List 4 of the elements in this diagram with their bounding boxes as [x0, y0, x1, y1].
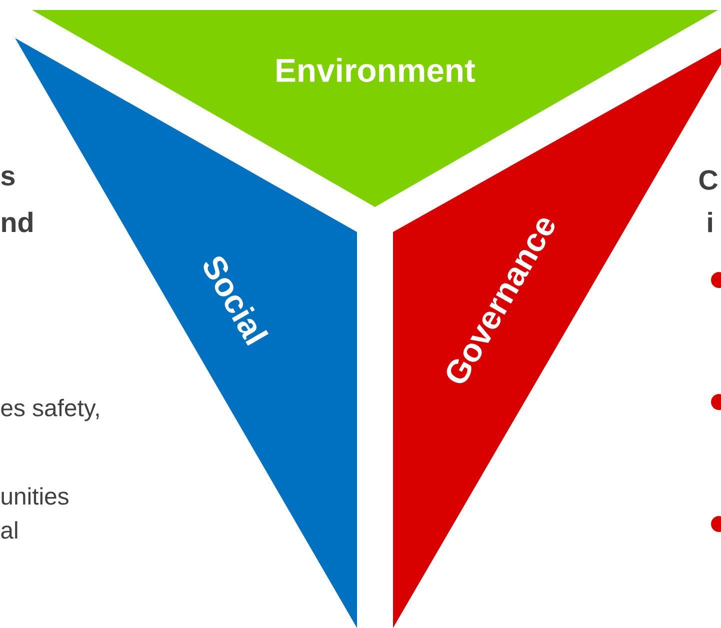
text-fragment: C	[699, 170, 718, 190]
text-fragment: al	[1, 521, 18, 539]
text-fragment: s	[1, 170, 15, 186]
text-fragment: i	[708, 212, 712, 232]
